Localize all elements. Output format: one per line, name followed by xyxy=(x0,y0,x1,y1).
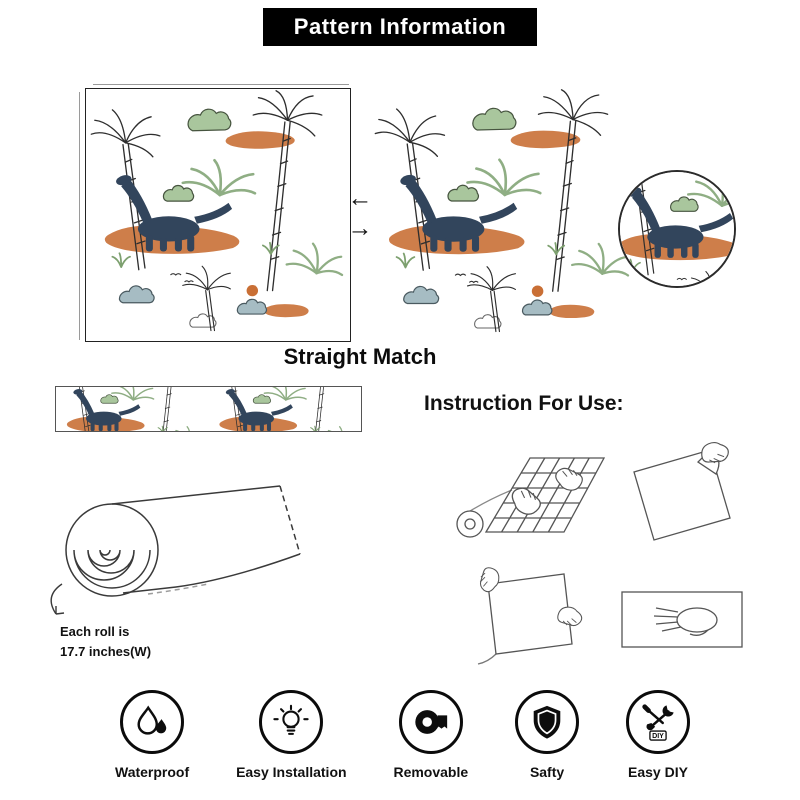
instruction-step-press xyxy=(612,570,752,665)
tape-roll-icon xyxy=(415,710,447,734)
light-bulb-icon xyxy=(273,704,309,735)
instruction-step-apply xyxy=(458,552,593,674)
roll-line-art xyxy=(50,485,301,615)
press-flat-line-art xyxy=(621,591,743,648)
match-arrow-right-icon: → xyxy=(347,214,373,242)
wallpaper-pattern-art xyxy=(86,89,350,341)
feature-label: Removable xyxy=(393,764,469,780)
instructions-heading: Instruction For Use: xyxy=(424,392,624,415)
feature-waterproof: Waterproof xyxy=(115,690,189,780)
feature-label: Easy Installation xyxy=(236,764,347,780)
zoomed-pattern-art xyxy=(620,172,734,286)
roll-size-line1: Each roll is xyxy=(60,624,130,639)
feature-label: Safty xyxy=(529,764,565,780)
feature-easy-installation: Easy Installation xyxy=(236,690,347,780)
pattern-swatch-left xyxy=(85,88,351,342)
match-type-label: Straight Match xyxy=(283,344,437,369)
peel-backing-line-art xyxy=(633,436,732,541)
diy-badge: DIY xyxy=(652,732,664,740)
feature-safty: Safty xyxy=(515,690,580,780)
match-arrow-left-icon: ← xyxy=(347,184,373,212)
wallpaper-strip-preview xyxy=(55,386,362,432)
unroll-arrow-icon xyxy=(50,583,65,615)
pattern-swatch-right xyxy=(370,88,636,342)
instruction-step-peel xyxy=(612,432,747,542)
shield-icon xyxy=(533,705,561,739)
roll-size-line2: 17.7 inches(W) xyxy=(60,644,152,660)
diy-tools-icon: DIY xyxy=(642,704,674,741)
apply-sheet-line-art xyxy=(477,565,584,665)
height-dimension-line xyxy=(79,92,80,340)
roll-size-note: Each roll is 17.7 inches(W) xyxy=(60,622,151,662)
water-drop-icon xyxy=(137,705,167,735)
smoothing-grid-line-art xyxy=(456,457,606,538)
feature-icons-row: Waterproof Easy Installation xyxy=(115,690,690,780)
wallpaper-roll-illustration xyxy=(28,438,323,623)
wallpaper-strip-art xyxy=(56,387,361,431)
page-title-banner: Pattern Information xyxy=(263,8,537,46)
width-dimension-line xyxy=(93,84,349,85)
feature-label: Waterproof xyxy=(115,764,190,780)
wallpaper-pattern-art xyxy=(370,88,636,342)
feature-removable: Removable xyxy=(393,690,468,780)
feature-easy-diy: DIY Easy DIY xyxy=(625,690,690,780)
page-title: Pattern Information xyxy=(293,14,507,39)
feature-label: Easy DIY xyxy=(628,764,688,780)
pattern-zoom-circle xyxy=(618,170,736,288)
instruction-step-smooth xyxy=(452,428,612,548)
